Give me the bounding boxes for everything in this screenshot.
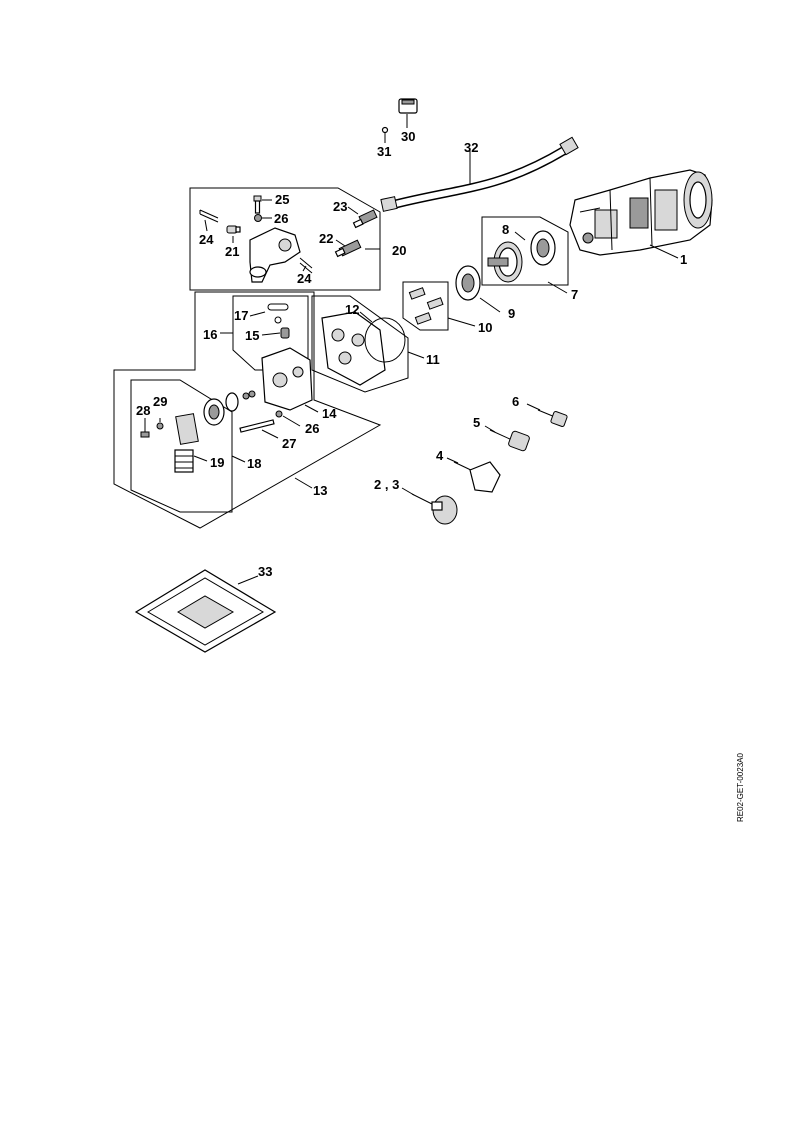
part-label: 4	[436, 448, 444, 463]
plug-part-6	[537, 409, 568, 427]
part-label: 15	[245, 328, 259, 343]
valve-body-part-19	[174, 413, 199, 473]
cap-part-30	[398, 98, 418, 114]
part-label: 13	[313, 483, 327, 498]
part-label: 14	[322, 406, 337, 421]
part-label: 8	[502, 222, 509, 237]
part-label: 5	[473, 415, 480, 430]
group-outline-20	[189, 187, 381, 291]
seal-kit-bag-part-33	[134, 569, 277, 653]
valve-housing-part	[249, 227, 301, 283]
part-label: 2 , 3	[374, 477, 399, 492]
part-label: 11	[426, 352, 440, 367]
valve-part-15	[280, 327, 290, 339]
part-label: 21	[225, 244, 239, 259]
seal-ring-part-9	[455, 265, 481, 301]
motor-pump-assembly-part	[569, 169, 713, 256]
group-outline-11	[311, 295, 409, 393]
bearing-part-7	[530, 230, 556, 266]
group-outline-7	[481, 216, 569, 286]
bolt-part-25	[253, 195, 262, 214]
seal-ring-part-16	[203, 390, 256, 426]
part-label: 27	[282, 436, 296, 451]
part-label: 10	[478, 320, 492, 335]
washer-part-31	[381, 126, 389, 134]
screw-part-28	[140, 431, 150, 438]
washer-part-26a	[254, 214, 262, 222]
part-label: 7	[571, 287, 578, 302]
part-labels: 1 2 , 3 4 5 6 7 8 9 10 11 12 13 14 15 16…	[136, 129, 687, 579]
reference-code: RE02-GET-0023A0	[736, 753, 745, 822]
part-label: 20	[392, 243, 406, 258]
group-outline-18	[130, 379, 233, 513]
washer-part-29	[156, 422, 164, 430]
bolt-part-27	[239, 419, 275, 433]
part-label: 18	[247, 456, 261, 471]
valve-part-23	[352, 209, 378, 229]
part-label: 6	[512, 394, 519, 409]
part-label: 25	[275, 192, 289, 207]
group-outline-10	[402, 281, 449, 331]
plug-part-4	[453, 461, 501, 493]
part-label: 32	[464, 140, 478, 155]
seal-part-17	[267, 303, 289, 324]
part-label: 26	[274, 211, 288, 226]
part-label: 26	[305, 421, 319, 436]
part-label: 31	[377, 144, 391, 159]
pump-head-part-14	[261, 347, 313, 411]
o-ring-part-12	[364, 317, 406, 363]
washer-part-26b	[275, 410, 283, 418]
cylinder-plate-part-11	[321, 311, 386, 386]
part-label: 16	[203, 327, 217, 342]
part-label: 12	[345, 302, 359, 317]
part-label: 1	[680, 252, 687, 267]
part-label: 33	[258, 564, 272, 579]
part-label: 28	[136, 403, 150, 418]
piston-set-part-10	[408, 287, 444, 325]
part-label: 30	[401, 129, 415, 144]
part-label: 19	[210, 455, 224, 470]
high-pressure-hose-part	[380, 136, 579, 212]
clip-part-24b	[299, 257, 313, 274]
part-label: 24	[199, 232, 214, 247]
part-label: 29	[153, 394, 167, 409]
group-outline-13	[113, 291, 382, 529]
valve-part-22	[334, 239, 362, 258]
part-label: 17	[234, 308, 248, 323]
part-label: 9	[508, 306, 515, 321]
part-label: 22	[319, 231, 333, 246]
plug-part-5	[489, 429, 530, 452]
fitting-part-21	[226, 225, 241, 234]
gear-part-8	[487, 241, 523, 283]
leader-lines	[144, 114, 679, 585]
part-label: 24	[297, 271, 312, 286]
plug-part-2-3	[411, 493, 458, 525]
clip-part-24a	[199, 209, 219, 223]
part-label: 23	[333, 199, 347, 214]
